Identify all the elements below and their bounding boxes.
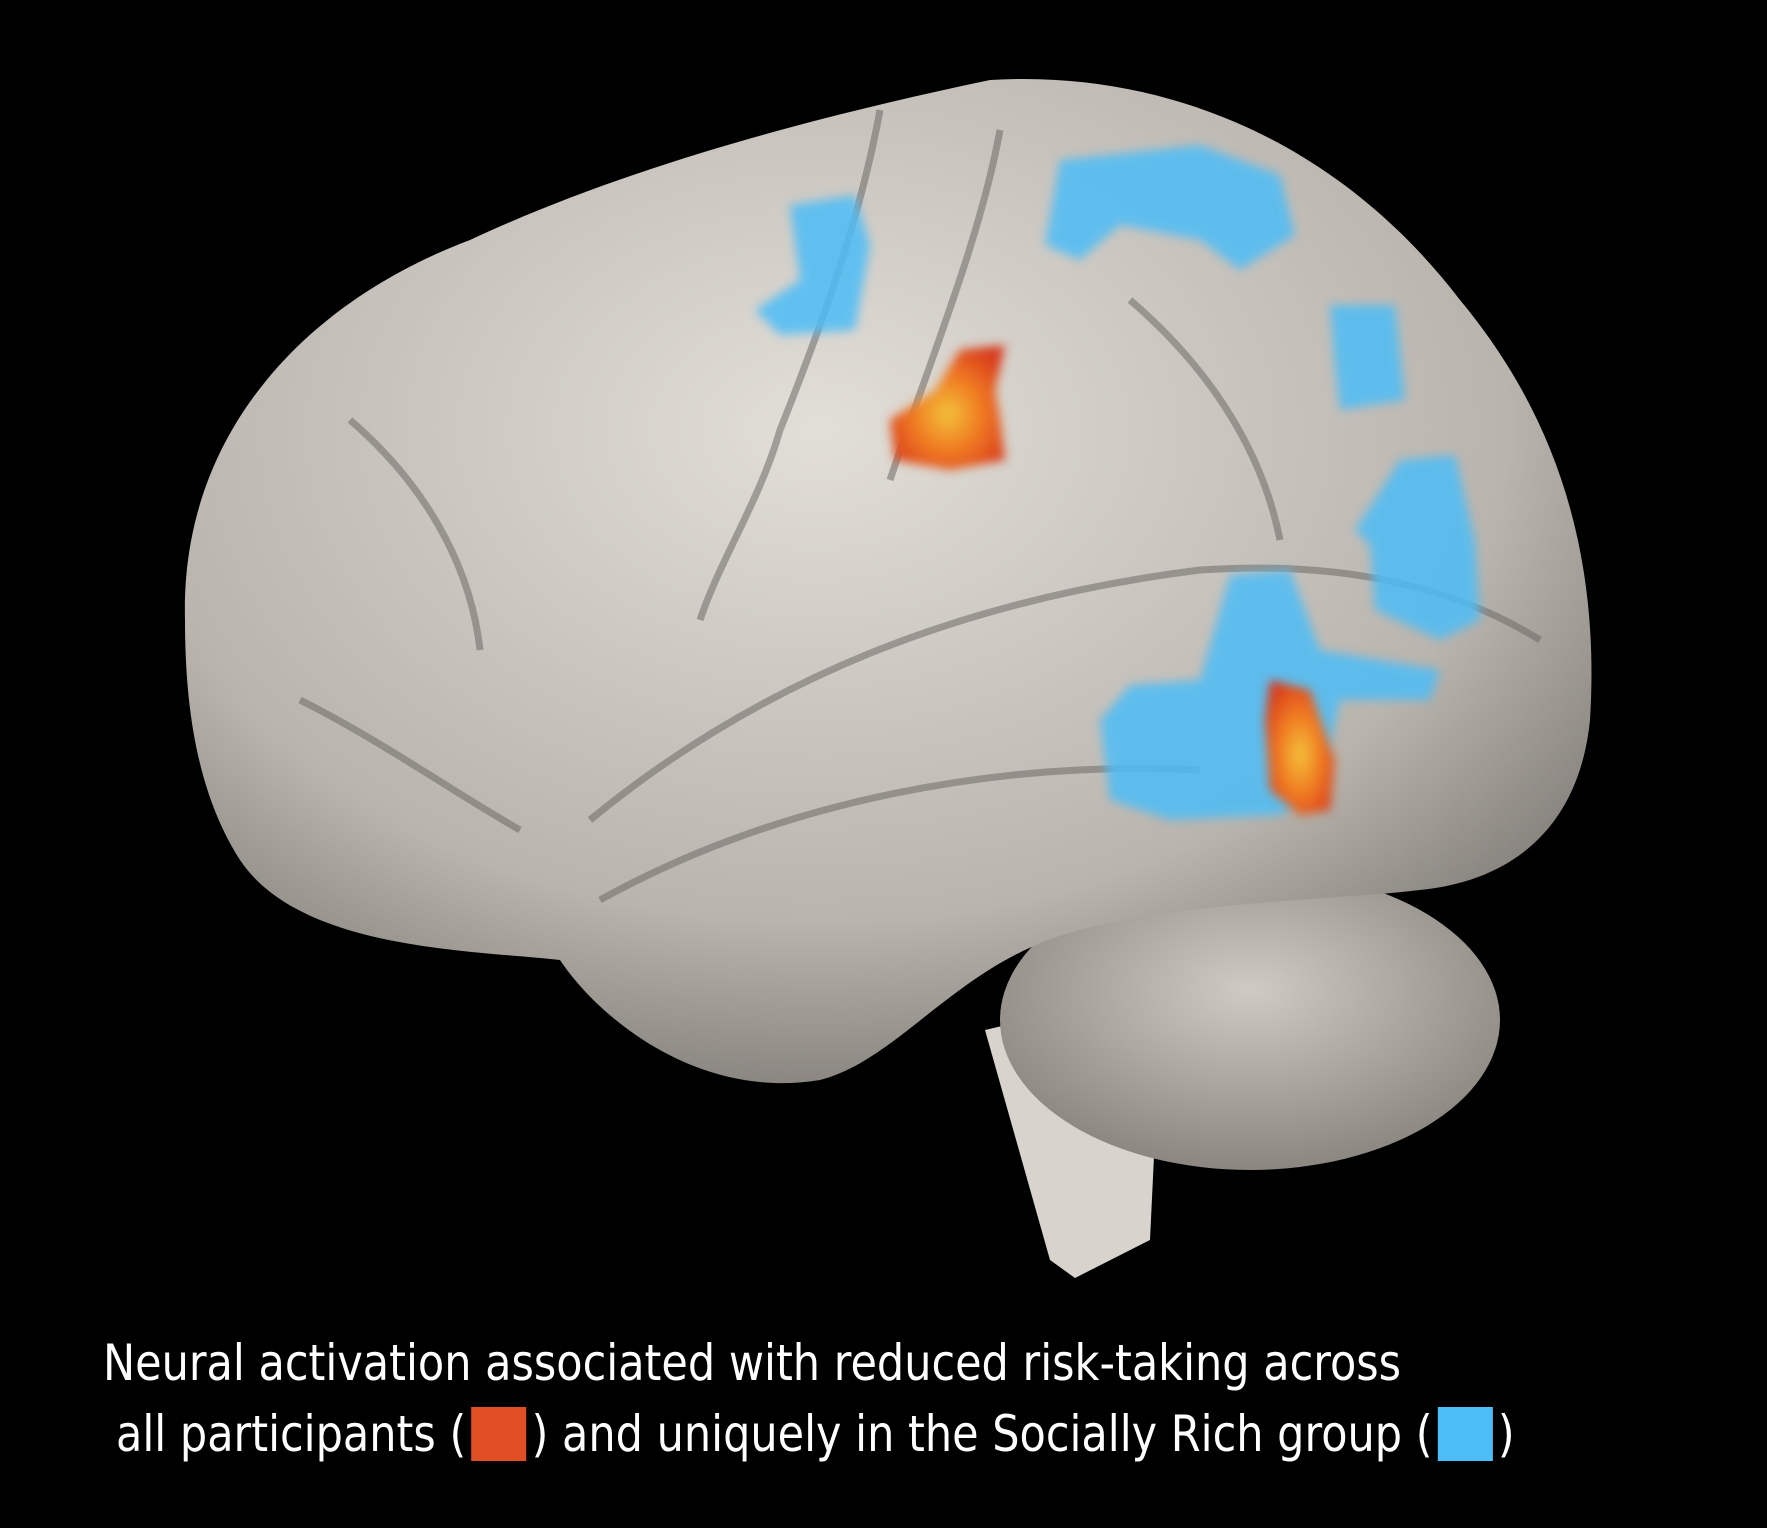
legend-swatch-socially-rich: [1437, 1407, 1493, 1461]
red-cluster: [1265, 680, 1335, 815]
blue-cluster: [755, 195, 870, 335]
caption-text: ) and uniquely in the Socially Rich grou…: [531, 1405, 1433, 1463]
blue-cluster: [1355, 455, 1480, 640]
brain-figure: [184, 78, 1592, 1278]
cerebrum: [184, 78, 1592, 1084]
blue-cluster: [1045, 145, 1295, 270]
blue-cluster: [1330, 305, 1405, 410]
cerebellum: [1000, 870, 1500, 1170]
caption-line-1: Neural activation associated with reduce…: [103, 1334, 1402, 1392]
caption-text: ): [1497, 1405, 1515, 1463]
legend-swatch-all-participants: [471, 1407, 527, 1461]
caption-line-2: all participants ( ) and uniquely in the …: [116, 1405, 1515, 1463]
red-cluster: [890, 345, 1005, 470]
caption-text: all participants (: [116, 1405, 467, 1463]
red-activation-clusters: [890, 345, 1335, 815]
